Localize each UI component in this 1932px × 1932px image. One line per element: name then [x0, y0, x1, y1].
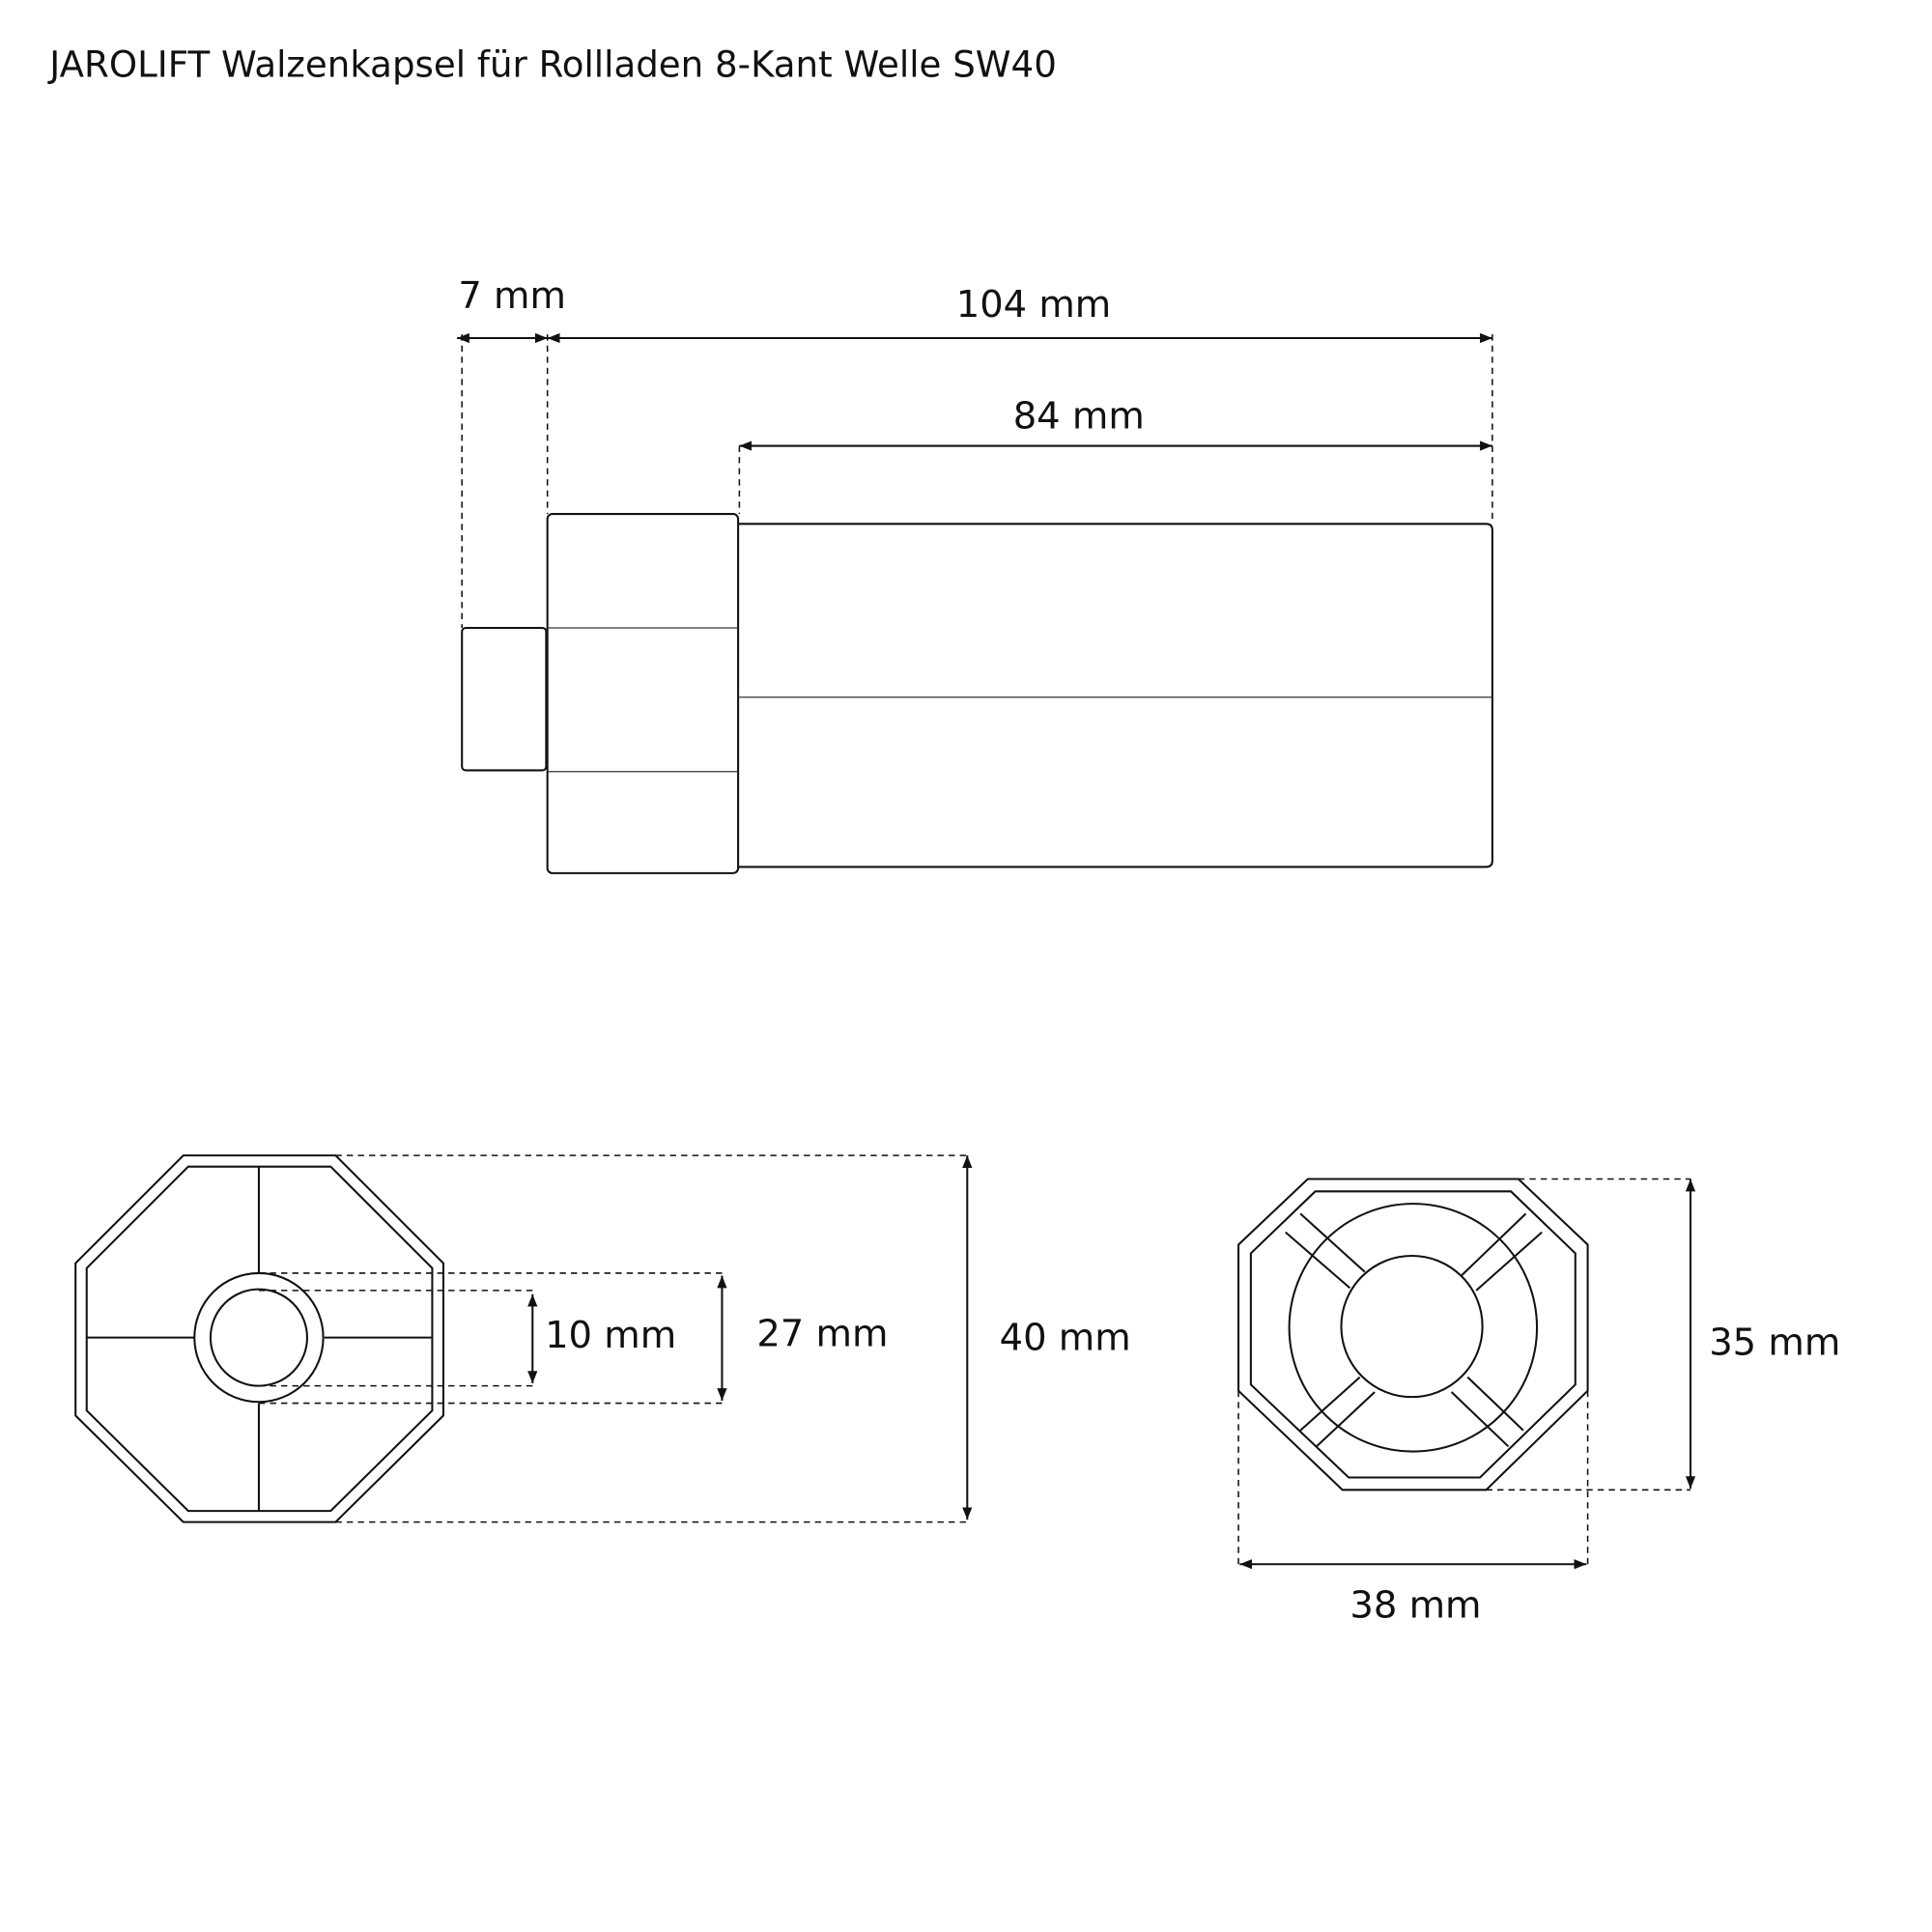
bore-circle: [209, 1288, 308, 1387]
dim-hub-label: 27 mm: [756, 1313, 888, 1356]
body-shape: [738, 523, 1493, 868]
pin-shape: [461, 626, 548, 772]
outer-octagon-rear: [1237, 1178, 1589, 1492]
front-view: 10 mm 27 mm 40 mm: [74, 1154, 1131, 1523]
dim-bore-label: 10 mm: [545, 1314, 676, 1357]
collar-shape: [546, 513, 740, 874]
rear-hub-circle: [1340, 1254, 1484, 1399]
dim-outer-label: 40 mm: [1000, 1316, 1131, 1359]
drawing-title: JAROLIFT Walzenkapsel für Rollladen 8-Ka…: [47, 43, 1057, 85]
dim-height-label: 35 mm: [1709, 1321, 1840, 1365]
dim-total-length-label: 104 mm: [956, 283, 1112, 327]
dim-pin-length-label: 7 mm: [458, 274, 566, 318]
rear-view: 35 mm 38 mm: [1237, 1178, 1840, 1627]
dim-body-length-label: 84 mm: [1013, 395, 1145, 439]
side-view: 7 mm 104 mm 84 mm: [457, 274, 1493, 874]
dim-width-label: 38 mm: [1350, 1583, 1481, 1627]
hub-circle: [193, 1271, 325, 1404]
